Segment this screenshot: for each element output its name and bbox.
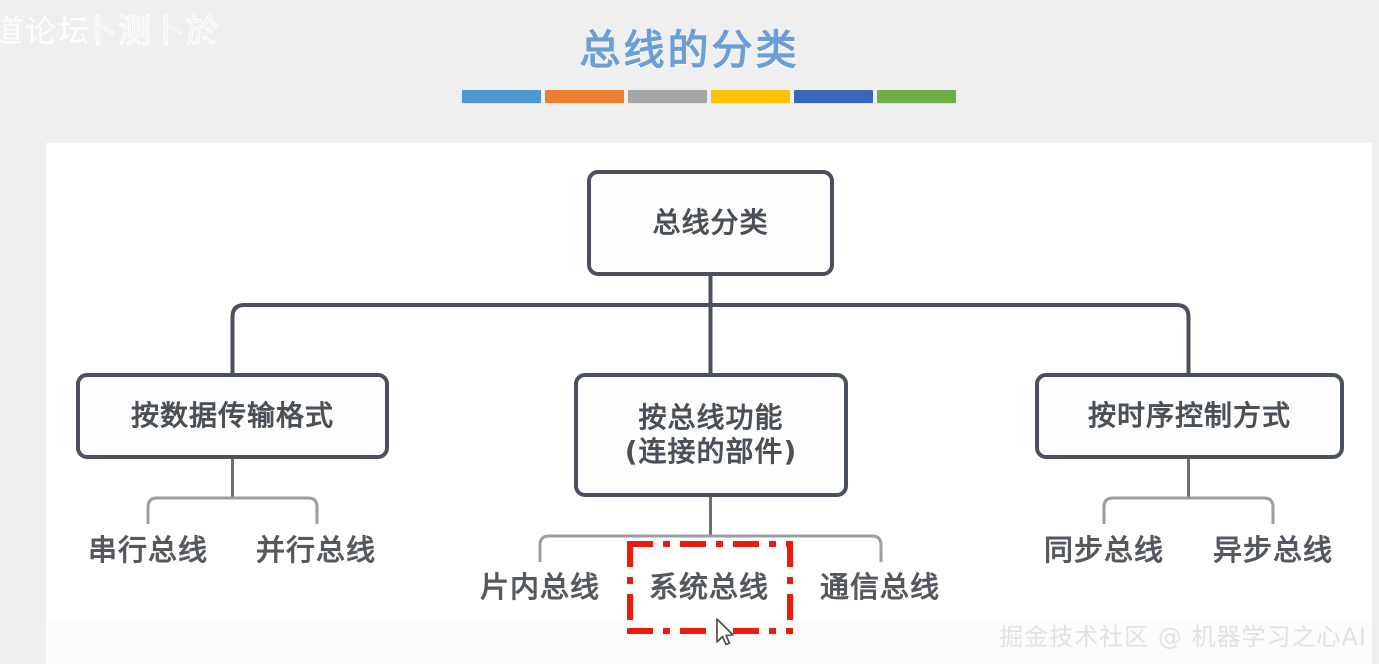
- leaf-on-chip-bus[interactable]: 片内总线: [479, 570, 600, 604]
- node-branch1-label: 按数据传输格式: [130, 398, 334, 432]
- leaf-communication-bus[interactable]: 通信总线: [819, 570, 940, 604]
- accent-bar-green: [877, 90, 956, 103]
- accent-bar-yellow: [711, 90, 790, 103]
- node-branch2-label-line2: (连接的部件): [624, 435, 798, 468]
- node-root-label: 总线分类: [652, 205, 769, 239]
- leaf-synchronous-bus[interactable]: 同步总线: [1043, 533, 1164, 567]
- page-title: 总线的分类: [579, 26, 800, 74]
- accent-bar-orange: [545, 90, 624, 103]
- accent-bar-blue: [462, 90, 541, 103]
- leaf-system-bus[interactable]: 系统总线: [648, 570, 769, 604]
- accent-bar-gray: [628, 90, 707, 103]
- node-bus-classification[interactable]: 总线分类: [587, 170, 834, 276]
- leaf-asynchronous-bus[interactable]: 异步总线: [1212, 533, 1333, 567]
- node-branch2-label-line1: 按总线功能: [638, 400, 784, 434]
- diagram-canvas-footer: [46, 621, 1372, 664]
- node-branch2-label-wrapper: 按总线功能 (连接的部件): [625, 401, 798, 469]
- slide-header: 总线的分类: [0, 0, 1379, 142]
- node-by-data-transfer-format[interactable]: 按数据传输格式: [76, 373, 389, 459]
- node-branch3-label: 按时序控制方式: [1087, 398, 1291, 432]
- leaf-parallel-bus[interactable]: 并行总线: [255, 533, 376, 567]
- accent-bar-group: [462, 90, 956, 103]
- node-by-bus-function[interactable]: 按总线功能 (连接的部件): [574, 373, 848, 497]
- leaf-serial-bus[interactable]: 串行总线: [87, 533, 208, 567]
- node-by-timing-control[interactable]: 按时序控制方式: [1035, 373, 1344, 459]
- accent-bar-dark-blue: [794, 90, 873, 103]
